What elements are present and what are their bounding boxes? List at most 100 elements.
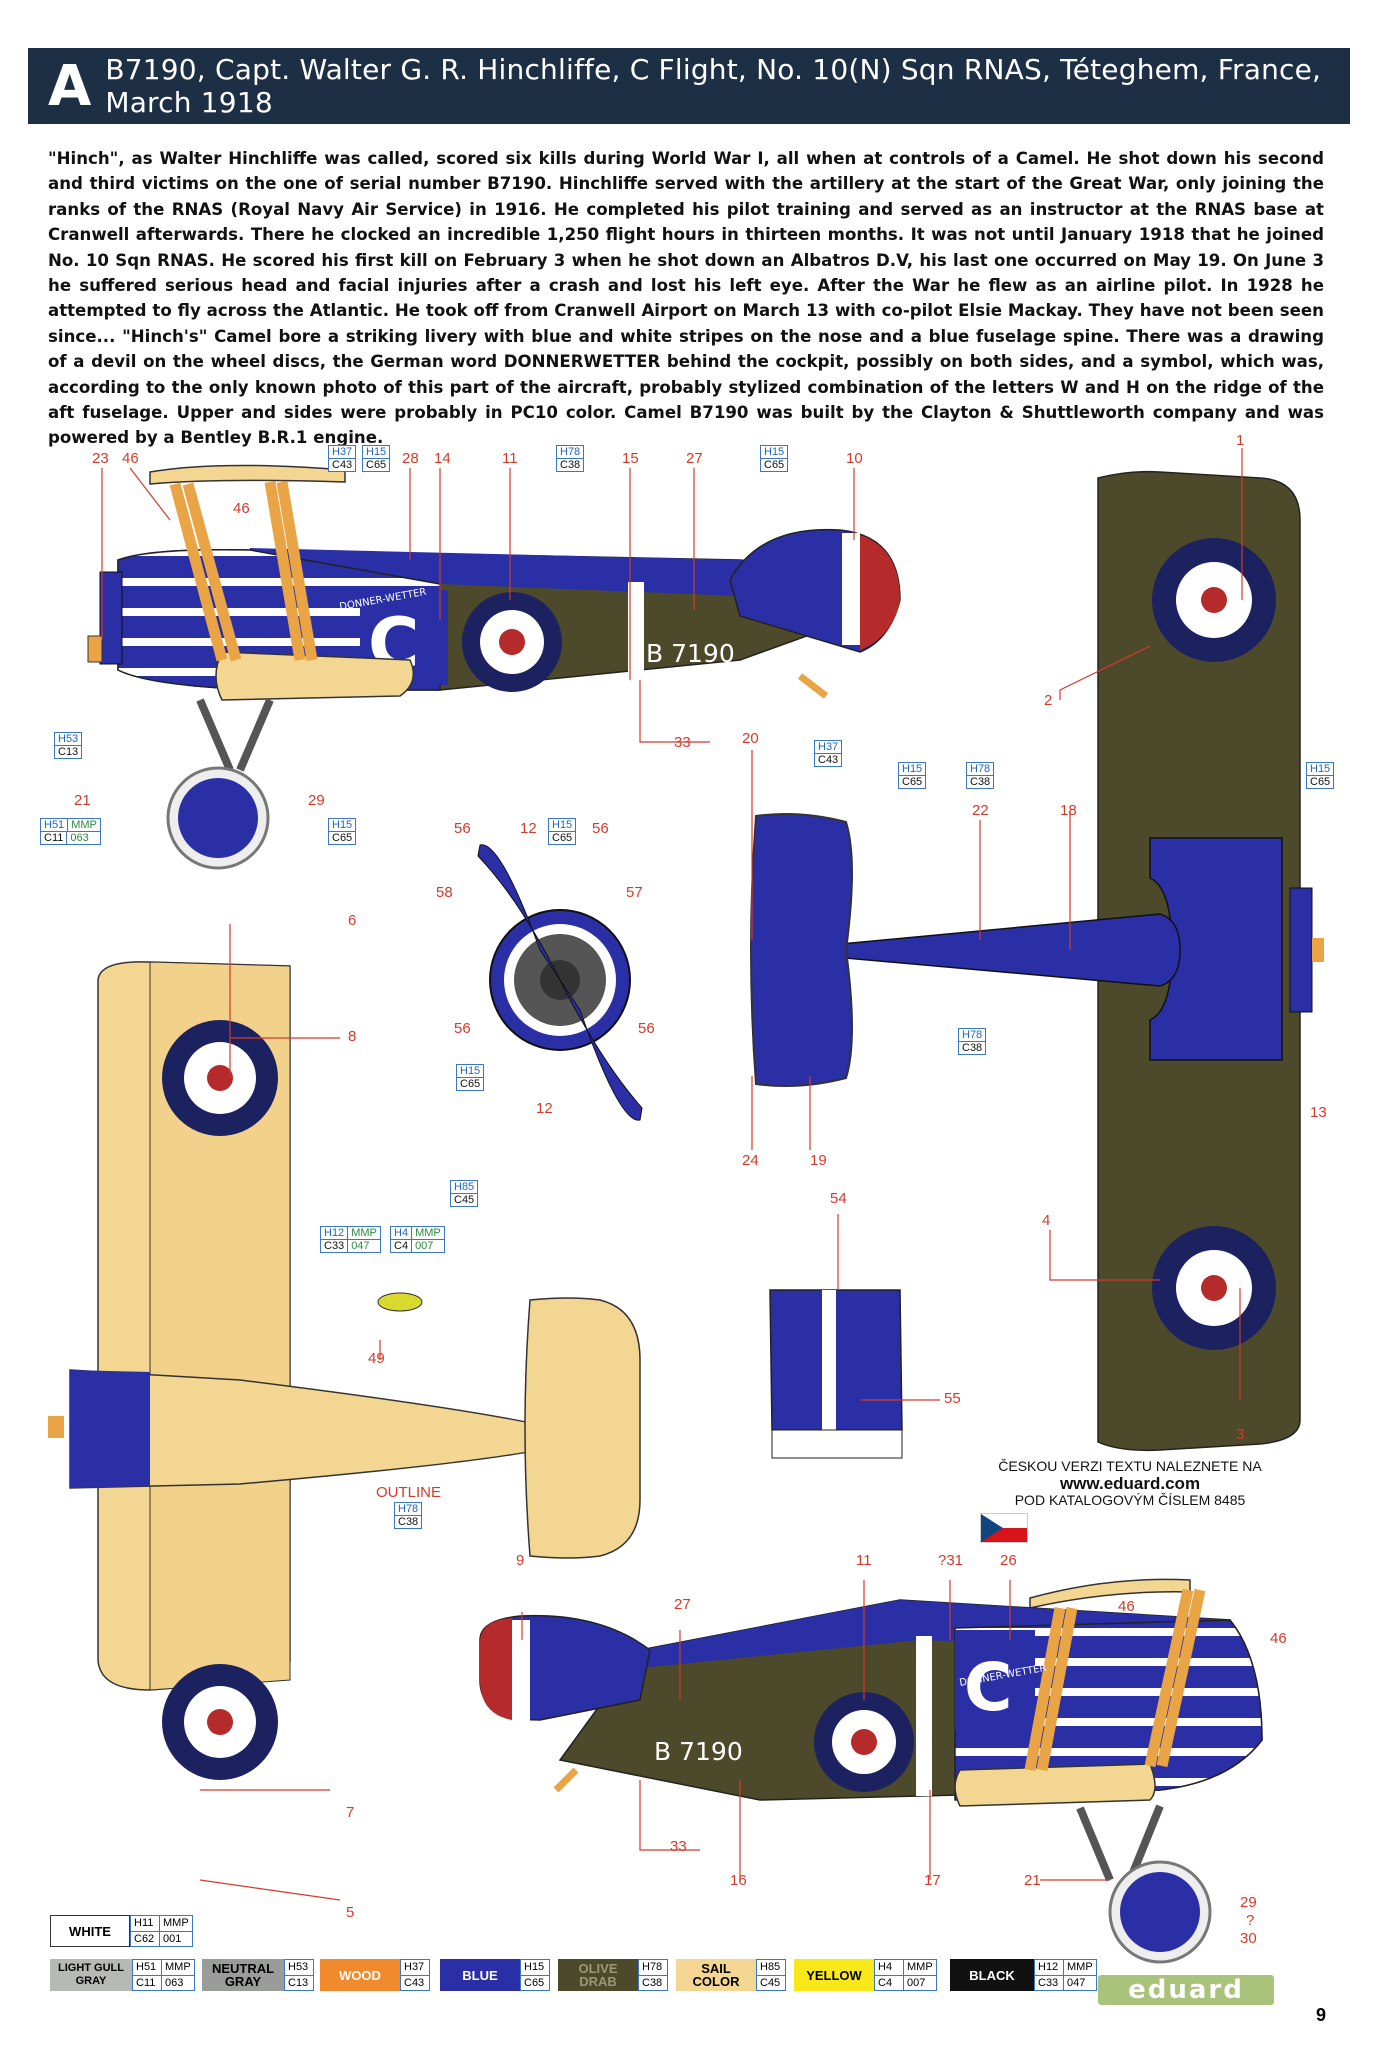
legend-sail-color: SAIL COLOR H85 C45	[676, 1959, 786, 1991]
paint-code-h15: H15 C65	[760, 445, 789, 472]
czech-version-note: ČESKOU VERZI TEXTU NALEZNETE NA www.edua…	[980, 1458, 1280, 1543]
paint-code-h15: H15 C65	[898, 762, 927, 789]
legend-wood: WOOD H37 C43	[320, 1959, 430, 1991]
callout-31: ?31	[938, 1552, 964, 1569]
callout-10: 10	[846, 450, 863, 467]
serial-right: B 7190	[654, 1737, 743, 1766]
eduard-logo: eduard	[1098, 1975, 1274, 2005]
callout-33: 33	[674, 734, 691, 751]
callout-20: 20	[742, 730, 759, 747]
legend-neutral-gray: NEUTRAL GRAY H53 C13	[202, 1959, 314, 1991]
callout-56: 56	[454, 820, 471, 837]
callout-18: 18	[1060, 802, 1077, 819]
callout-56: 56	[454, 1020, 471, 1037]
callout-14: 14	[434, 450, 451, 467]
page-number: 9	[1316, 2005, 1327, 2025]
callout-outline: OUTLINE	[376, 1484, 442, 1501]
callout-12: 12	[520, 820, 537, 837]
callout-55: 55	[944, 1390, 961, 1407]
bottom-view	[48, 961, 641, 1780]
callout-8: 8	[348, 1028, 357, 1045]
callout-15: 15	[622, 450, 639, 467]
callout-30: 30	[1240, 1930, 1257, 1947]
paint-code-h37: H37 C43	[328, 445, 357, 472]
leader-lines	[101, 448, 1243, 1901]
paint-code-h15: H15 C65	[328, 818, 357, 845]
callout-46: 46	[122, 450, 139, 467]
callout-28: 28	[402, 450, 419, 467]
callout-3: 3	[1236, 1426, 1245, 1443]
czech-flag-icon	[980, 1513, 1028, 1543]
callout-57: 57	[626, 884, 643, 901]
callout-29: 29	[1240, 1894, 1257, 1911]
paint-code-h15: H15 C65	[1306, 762, 1335, 789]
callout-24: 24	[742, 1152, 759, 1169]
callout-5: 5	[346, 1904, 355, 1921]
callout-29: 29	[308, 792, 325, 809]
callout-1: 1	[1236, 432, 1245, 449]
legend-blue: BLUE H15 C65	[440, 1959, 550, 1991]
callout-21: 21	[74, 792, 91, 809]
top-view	[750, 470, 1324, 1452]
callout-46: 46	[233, 500, 250, 517]
callout-2: 2	[1044, 692, 1053, 709]
left-side-view: C B 7190 DONN	[87, 464, 901, 870]
eduard-website-link[interactable]: www.eduard.com	[1059, 1474, 1201, 1493]
callout-56: 56	[592, 820, 609, 837]
history-text: "Hinch", as Walter Hinchliffe was called…	[48, 149, 1324, 448]
paint-code-h15: H15 C65	[362, 445, 391, 472]
paint-code-h53: H53 C13	[54, 732, 83, 759]
page-title: B7190, Capt. Walter G. R. Hinchliffe, C …	[105, 53, 1322, 119]
spine-detail	[769, 1289, 903, 1459]
callout-33: 33	[670, 1838, 687, 1855]
callout-56: 56	[638, 1020, 655, 1037]
code-letter-right: C	[964, 1649, 1012, 1726]
serial-left: B 7190	[646, 639, 735, 668]
callout-16: 16	[730, 1872, 747, 1889]
callout-11: 11	[856, 1552, 872, 1569]
callout-58: 58	[436, 884, 453, 901]
right-side-view: C B 7190 DONNER-WETTER	[479, 1578, 1263, 1964]
callout-49: 49	[368, 1350, 385, 1367]
paint-code-h78: H78 C38	[556, 445, 585, 472]
callout-27: 27	[674, 1596, 691, 1613]
callout-4: 4	[1042, 1212, 1051, 1229]
callout-54: 54	[830, 1190, 847, 1207]
callout-21: 21	[1024, 1872, 1041, 1889]
legend-olive-drab: OLIVE DRAB H78 C38	[558, 1959, 668, 1991]
callout-27: 27	[686, 450, 703, 467]
callout-12: 12	[536, 1100, 553, 1117]
page-header: A B7190, Capt. Walter G. R. Hinchliffe, …	[28, 48, 1350, 124]
callout-19: 19	[810, 1152, 827, 1169]
callout-22: 22	[972, 802, 989, 819]
paint-code-h37: H37 C43	[814, 740, 843, 767]
callout-23: 23	[92, 450, 109, 467]
callout-7: 7	[346, 1804, 355, 1821]
callout-26: 26	[1000, 1552, 1017, 1569]
front-view	[477, 844, 643, 1121]
callout-6: 6	[348, 912, 357, 929]
paint-code-h15: H15 C65	[456, 1064, 485, 1091]
paint-code-h15: H15 C65	[548, 818, 577, 845]
paint-code-h78: H78 C38	[394, 1502, 423, 1529]
paint-code-h85: H85 C45	[450, 1180, 479, 1207]
callout-9: 9	[516, 1552, 525, 1569]
callout-question: ?	[1246, 1912, 1255, 1929]
paint-code-h78: H78 C38	[966, 762, 995, 789]
paint-code-h78: H78 C38	[958, 1028, 987, 1055]
profile-letter: A	[48, 53, 92, 119]
callout-17: 17	[924, 1872, 941, 1889]
callout-46: 46	[1270, 1630, 1287, 1647]
callout-11: 11	[502, 450, 518, 467]
callout-13: 13	[1310, 1104, 1327, 1121]
